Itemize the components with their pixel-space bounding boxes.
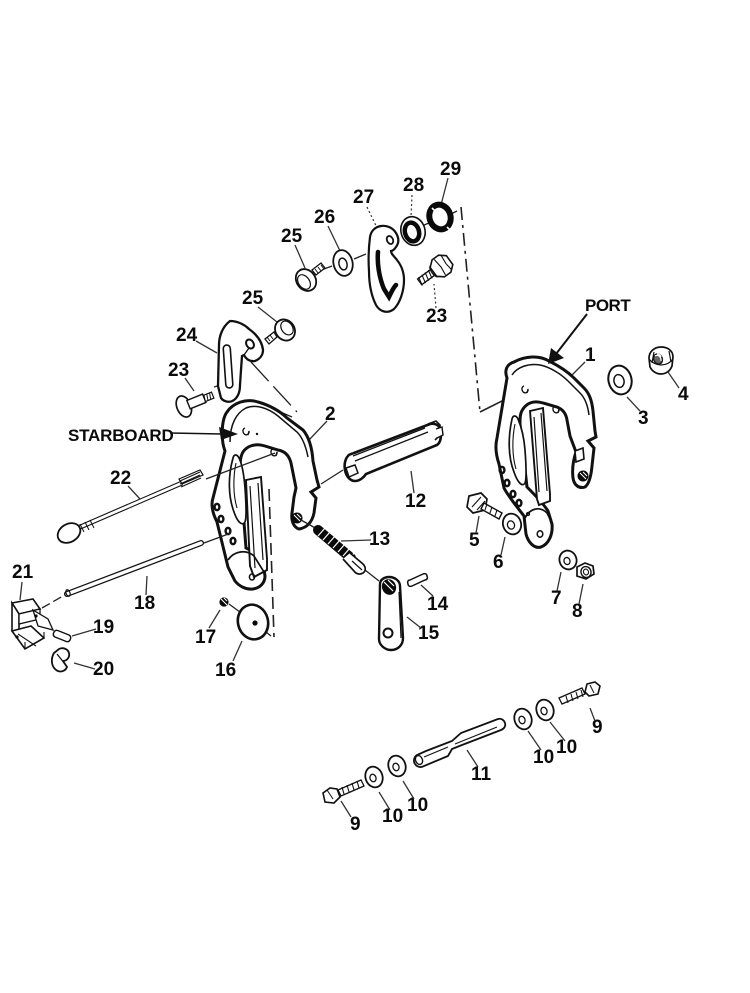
svg-text:1: 1 (585, 345, 596, 366)
svg-text:12: 12 (405, 491, 426, 512)
svg-text:9: 9 (592, 717, 603, 738)
svg-text:29: 29 (440, 159, 461, 180)
svg-text:13: 13 (369, 529, 390, 550)
svg-text:24: 24 (176, 325, 198, 346)
svg-text:PORT: PORT (585, 296, 631, 315)
svg-text:23: 23 (426, 306, 447, 327)
svg-text:9: 9 (350, 814, 361, 835)
svg-text:STARBOARD: STARBOARD (68, 426, 174, 445)
svg-text:14: 14 (427, 594, 449, 615)
svg-text:10: 10 (533, 747, 554, 768)
svg-text:23: 23 (168, 360, 189, 381)
svg-text:19: 19 (93, 617, 114, 638)
svg-text:15: 15 (418, 623, 440, 644)
svg-text:28: 28 (403, 175, 424, 196)
svg-text:16: 16 (215, 660, 236, 681)
svg-text:8: 8 (572, 601, 583, 622)
svg-text:4: 4 (678, 384, 689, 405)
svg-text:5: 5 (469, 530, 480, 551)
svg-text:21: 21 (12, 562, 34, 583)
svg-text:20: 20 (93, 659, 114, 680)
svg-text:7: 7 (551, 588, 562, 609)
svg-text:25: 25 (242, 288, 264, 309)
svg-text:11: 11 (471, 764, 492, 785)
svg-text:22: 22 (110, 468, 131, 489)
svg-text:26: 26 (314, 207, 335, 228)
svg-text:27: 27 (353, 187, 374, 208)
svg-text:25: 25 (281, 226, 303, 247)
svg-text:18: 18 (134, 593, 155, 614)
svg-text:10: 10 (556, 737, 577, 758)
svg-text:3: 3 (638, 408, 649, 429)
svg-text:17: 17 (195, 627, 216, 648)
svg-text:10: 10 (382, 806, 403, 827)
svg-text:2: 2 (325, 404, 336, 425)
svg-text:10: 10 (407, 795, 428, 816)
svg-text:6: 6 (493, 552, 504, 573)
